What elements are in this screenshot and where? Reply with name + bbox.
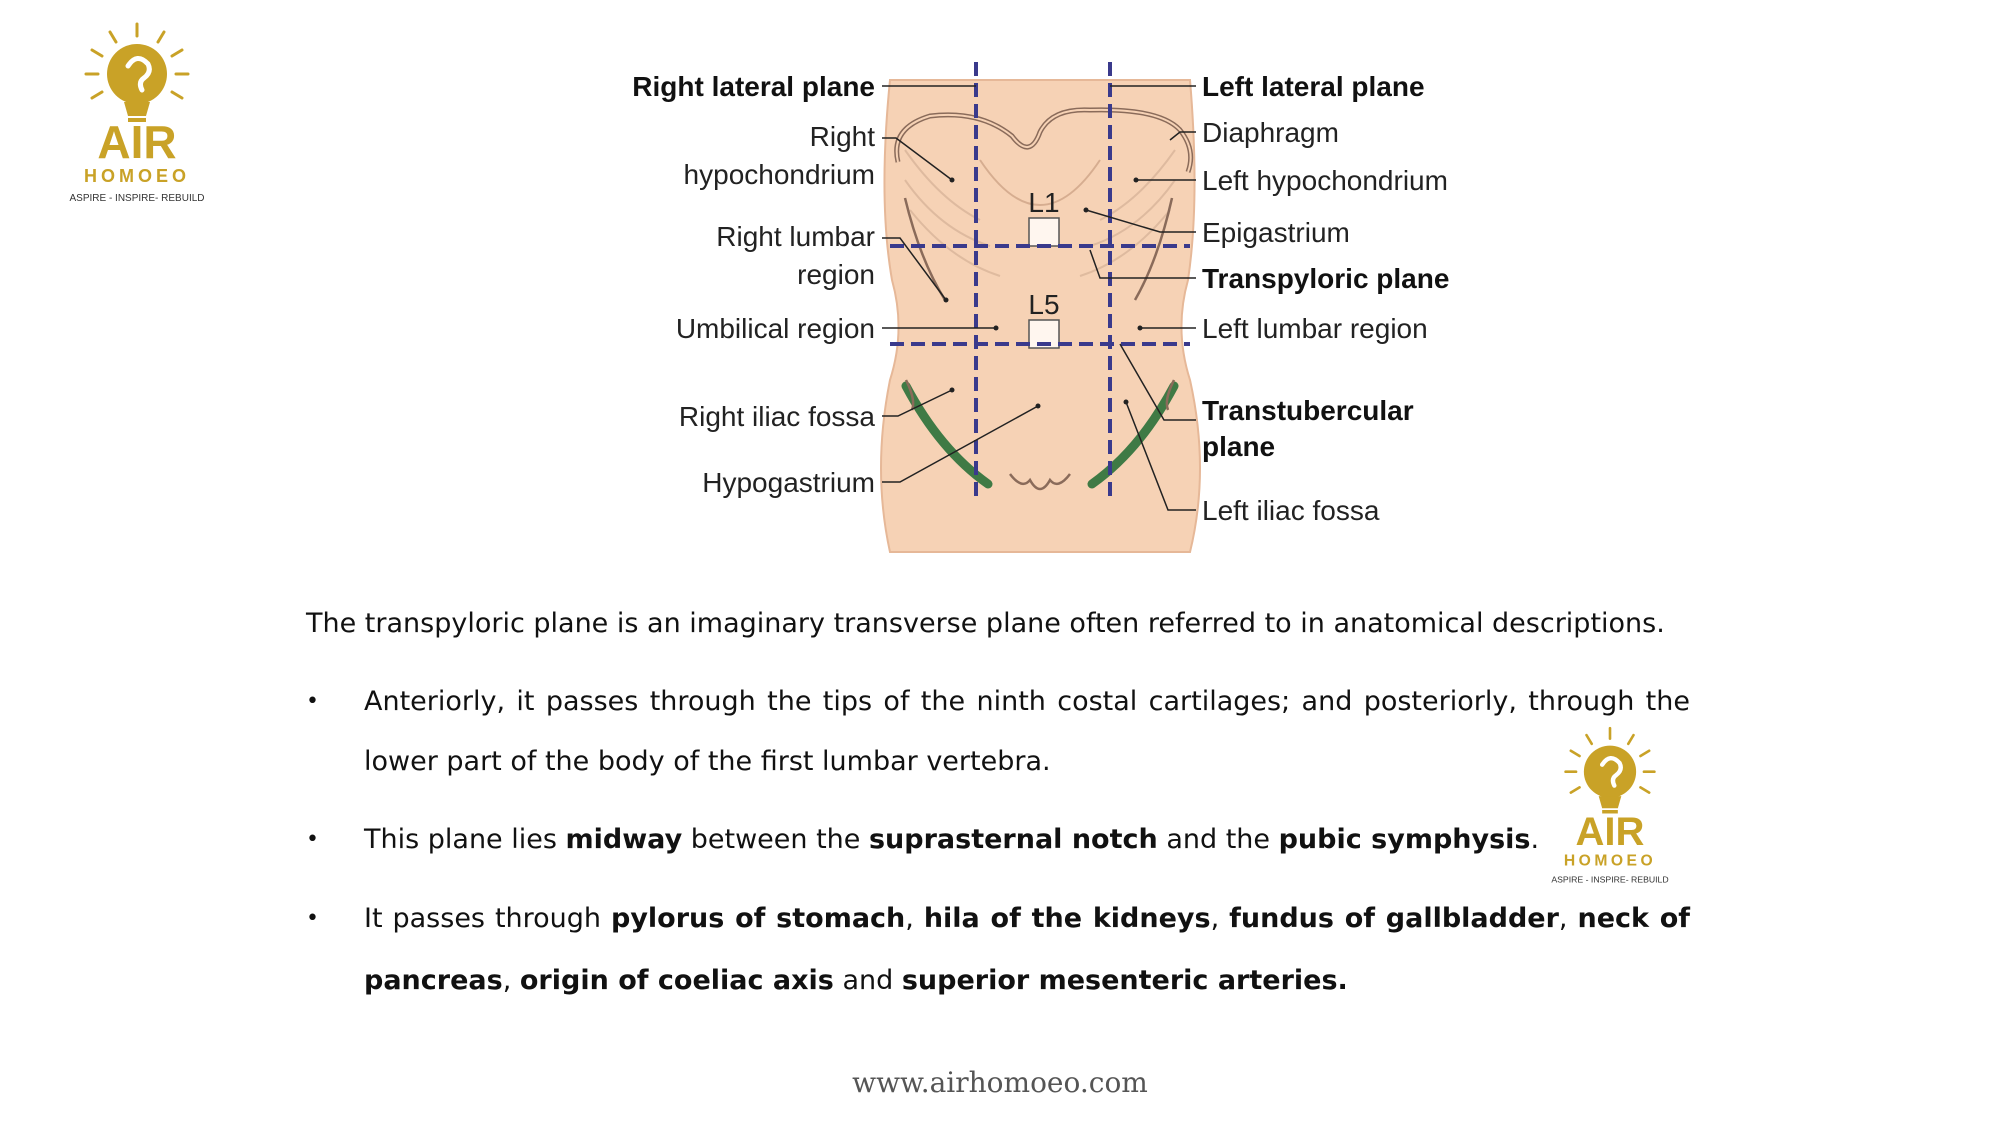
intro-paragraph: The transpyloric plane is an imaginary t… bbox=[306, 608, 1665, 639]
label-right-lateral-plane: Right lateral plane bbox=[632, 71, 875, 102]
emphasis: fundus of gallbladder bbox=[1229, 903, 1559, 934]
bullet-text: Anteriorly, it passes through the tips o… bbox=[364, 686, 1690, 777]
label-right-lumbar-1: Right lumbar bbox=[716, 221, 875, 252]
label-left-hypochondrium: Left hypochondrium bbox=[1202, 165, 1448, 196]
label-right-lumbar-2: region bbox=[797, 259, 875, 290]
air-homoeo-logo-small: AIR HOMOEO ASPIRE - INSPIRE- REBUILD bbox=[1551, 726, 1669, 884]
l1-vertebra-box bbox=[1028, 217, 1060, 247]
label-right-hypochondrium-2: hypochondrium bbox=[684, 159, 875, 190]
logo-sub: HOMOEO bbox=[1564, 853, 1656, 870]
region-planes bbox=[890, 62, 1190, 498]
label-left-iliac-fossa: Left iliac fossa bbox=[1202, 495, 1380, 526]
emphasis: origin of coeliac axis bbox=[519, 965, 834, 996]
list-item: • It passes through pylorus of stomach, … bbox=[300, 888, 1690, 1012]
label-right-iliac-fossa: Right iliac fossa bbox=[679, 401, 876, 432]
leader-lines bbox=[882, 85, 1196, 511]
label-diaphragm: Diaphragm bbox=[1202, 117, 1339, 148]
emphasis: superior mesenteric arteries. bbox=[901, 965, 1348, 996]
abdominal-regions-diagram: L1 L5 Right lateral plane Right hypochon… bbox=[632, 62, 1449, 553]
list-item: • This plane lies midway between the sup… bbox=[300, 810, 1690, 870]
label-transpyloric-plane: Transpyloric plane bbox=[1202, 263, 1449, 294]
rib-cage bbox=[904, 149, 1176, 277]
emphasis: neck of pancreas bbox=[364, 903, 1691, 996]
label-left-lumbar-region: Left lumbar region bbox=[1202, 313, 1428, 344]
bullet-list: • Anteriorly, it passes through the tips… bbox=[300, 672, 1690, 1012]
label-transtubercular-1: Transtubercular bbox=[1202, 395, 1414, 426]
label-transtubercular-2: plane bbox=[1202, 431, 1275, 462]
footer-url: www.airhomoeo.com bbox=[852, 1066, 1148, 1099]
emphasis: hila of the kidneys bbox=[923, 903, 1211, 934]
emphasis: midway bbox=[565, 824, 683, 855]
bullet-icon: • bbox=[306, 906, 319, 931]
logo-tagline: ASPIRE - INSPIRE- REBUILD bbox=[1551, 874, 1668, 884]
l1-label: L1 bbox=[1028, 187, 1059, 218]
bullet-icon: • bbox=[306, 827, 319, 852]
torso-outline bbox=[880, 79, 1201, 553]
l5-label: L5 bbox=[1028, 289, 1059, 320]
label-left-lateral-plane: Left lateral plane bbox=[1202, 71, 1425, 102]
list-item: • Anteriorly, it passes through the tips… bbox=[300, 672, 1690, 792]
label-hypogastrium: Hypogastrium bbox=[702, 467, 875, 498]
bullet-icon: • bbox=[306, 689, 319, 714]
label-umbilical-region: Umbilical region bbox=[676, 313, 875, 344]
label-epigastrium: Epigastrium bbox=[1202, 217, 1350, 248]
label-right-hypochondrium-1: Right bbox=[810, 121, 876, 152]
emphasis: pylorus of stomach bbox=[611, 903, 906, 934]
emphasis: suprasternal notch bbox=[868, 824, 1158, 855]
sun-bulb-icon bbox=[84, 22, 190, 100]
logo-sub: HOMOEO bbox=[84, 166, 190, 186]
logo-name: AIR bbox=[1576, 810, 1645, 854]
emphasis: pubic symphysis bbox=[1278, 824, 1531, 855]
air-homoeo-logo: AIR HOMOEO ASPIRE - INSPIRE- REBUILD bbox=[69, 22, 205, 204]
sun-bulb-icon bbox=[1564, 726, 1656, 794]
logo-name: AIR bbox=[97, 116, 176, 168]
logo-tagline: ASPIRE - INSPIRE- REBUILD bbox=[69, 193, 204, 204]
